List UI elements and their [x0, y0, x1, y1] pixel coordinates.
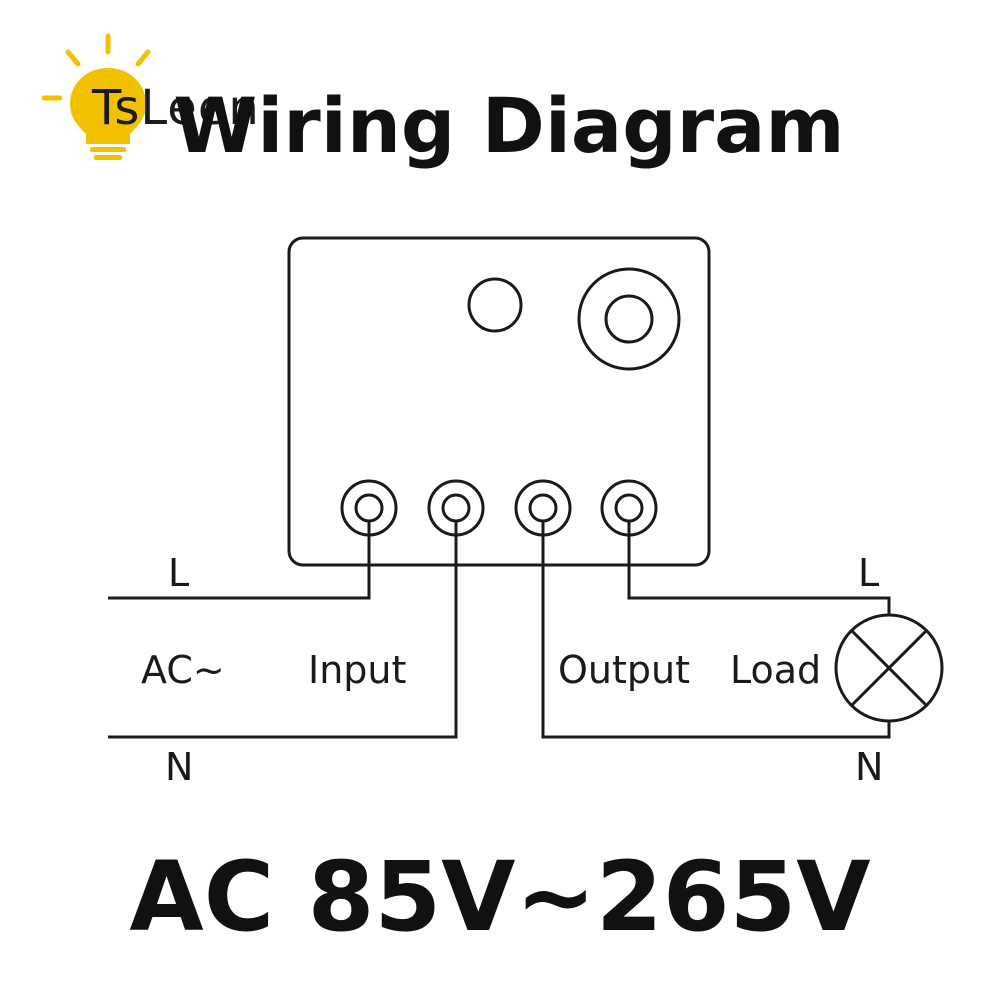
learn-button-outer	[577, 267, 681, 371]
label-load: Load	[730, 648, 822, 692]
label-load-neutral: N	[855, 745, 884, 789]
brand-logo: TsLeen	[40, 30, 300, 165]
label-input-neutral: N	[165, 745, 194, 789]
learn-button-inner	[604, 294, 654, 344]
page-title: Wiring Diagram	[173, 81, 845, 170]
wire-input-line	[108, 521, 371, 600]
module-box	[287, 236, 711, 567]
label-output: Output	[558, 648, 690, 692]
wire-input-neutral	[108, 521, 458, 739]
brand-name: TsLeen	[92, 80, 260, 136]
lamp-icon	[834, 613, 944, 723]
indicator-led	[467, 277, 523, 333]
voltage-range: AC 85V~265V	[129, 841, 871, 953]
light-bulb-icon	[41, 33, 151, 160]
label-load-line: L	[858, 551, 880, 595]
wire-output-neutral	[541, 521, 891, 739]
wire-output-line	[627, 521, 891, 616]
label-input-line: L	[168, 551, 190, 595]
label-source: AC~	[141, 648, 225, 692]
label-input: Input	[308, 648, 407, 692]
